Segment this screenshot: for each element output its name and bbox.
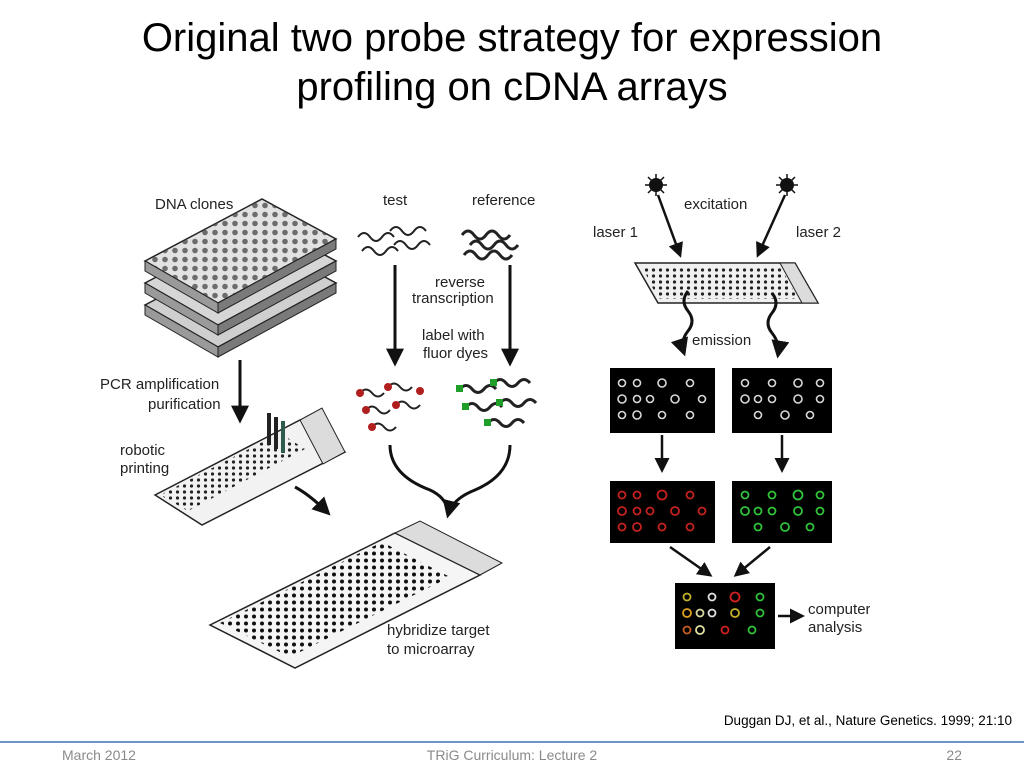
scan-image-red [610,481,715,543]
emission-arrow-right [766,292,790,359]
laser1-label: laser 1 [593,224,638,241]
footer-page-number: 22 [946,747,962,763]
laser2-label: laser 2 [796,224,841,241]
emission-label: emission [692,332,751,349]
printed-slide [153,407,347,526]
scan-image-grey-right [732,368,832,433]
test-label: test [383,192,408,209]
reference-rna-strands [460,229,520,261]
test-rna-strands [357,226,431,256]
slide-title: Original two probe strategy for expressi… [40,14,984,112]
title-line-2: profiling on cDNA arrays [296,65,728,109]
label-with-line2: fluor dyes [423,345,488,362]
robotic-label-line2: printing [120,460,169,477]
green-labeled-cdna [456,378,538,428]
laser1-icon [645,174,667,196]
laser2-beam [756,194,787,258]
merge-arrows [388,444,512,519]
laser2-icon [776,174,798,196]
dna-clones-label: DNA clones [155,196,233,213]
print-pin [267,413,271,445]
footer-divider [0,741,1024,743]
laser1-beam [656,194,683,258]
title-line-1: Original two probe strategy for expressi… [141,16,883,60]
scan-image-grey-left [610,368,715,433]
reference-label: reference [472,192,535,209]
label-with-line1: label with [422,327,485,344]
microtiter-plate-stack [143,198,338,358]
computer-label-line1: computer [808,601,870,618]
robotic-label-line1: robotic [120,442,166,459]
scan-image-overlay [675,583,775,649]
pcr-label-line1: PCR amplification [100,376,219,393]
red-labeled-cdna [356,382,424,432]
reverse-label-line2: transcription [412,290,494,307]
scanned-slide [633,262,820,304]
red-to-overlay-arrow [669,545,713,577]
citation: Duggan DJ, et al., Nature Genetics. 1999… [723,713,1012,728]
slide-to-hyb-arrow [294,485,331,516]
print-pin [281,421,285,453]
hybridized-microarray [208,520,504,669]
green-to-overlay-arrow [733,546,771,577]
emission-arrow-left [670,290,694,357]
reverse-label-line1: reverse [435,274,485,291]
hybridize-label-line2: to microarray [387,641,475,658]
hybridize-label-line1: hybridize target [387,622,490,639]
scan-image-green [732,481,832,543]
computer-label-line2: analysis [808,619,862,636]
footer-date: March 2012 [62,747,136,763]
microarray-workflow-diagram: DNA clones PCR amplification purificatio… [100,174,870,669]
footer-course: TRiG Curriculum: Lecture 2 [426,747,598,763]
excitation-label: excitation [684,196,747,213]
print-pin [274,417,278,449]
pcr-label-line2: purification [148,396,221,413]
